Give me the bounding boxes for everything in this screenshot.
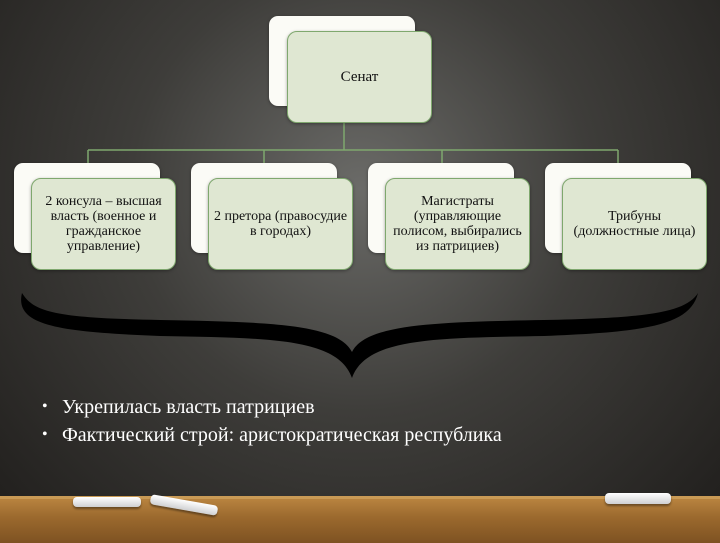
chalkboard: Сенат 2 консула – высшая власть (военное… (21, 31, 707, 449)
org-chart-connectors (87, 120, 619, 163)
consuls-node: 2 консула – высшая власть (военное и гра… (31, 178, 176, 270)
chalk-piece (605, 493, 671, 504)
tribunes-label: Трибуны (должностные лица) (573, 209, 696, 239)
praetors-label: 2 претора (правосудие в городах) (213, 209, 348, 239)
magistrates-label: Магистраты (управляющие полисом, выбирал… (393, 194, 522, 254)
consuls-label: 2 консула – высшая власть (военное и гра… (45, 194, 162, 254)
senate-label: Сенат (340, 68, 379, 85)
senate-node: Сенат (287, 31, 432, 123)
bullet-marker: • (42, 398, 48, 415)
bullet-list: • Укрепилась власть патрициев • Фактичес… (38, 393, 502, 449)
tribunes-node: Трибуны (должностные лица) (562, 178, 707, 270)
bullet-marker: • (42, 426, 48, 443)
bullet-item: • Укрепилась власть патрициев (38, 393, 502, 421)
curly-brace (21, 293, 699, 378)
praetors-node: 2 претора (правосудие в городах) (208, 178, 353, 270)
bullet-item: • Фактический строй: аристократическая р… (38, 421, 502, 449)
bullet-text: Фактический строй: аристократическая рес… (62, 424, 502, 446)
magistrates-node: Магистраты (управляющие полисом, выбирал… (385, 178, 530, 270)
chalk-piece (73, 497, 141, 507)
bullet-text: Укрепилась власть патрициев (62, 396, 315, 418)
